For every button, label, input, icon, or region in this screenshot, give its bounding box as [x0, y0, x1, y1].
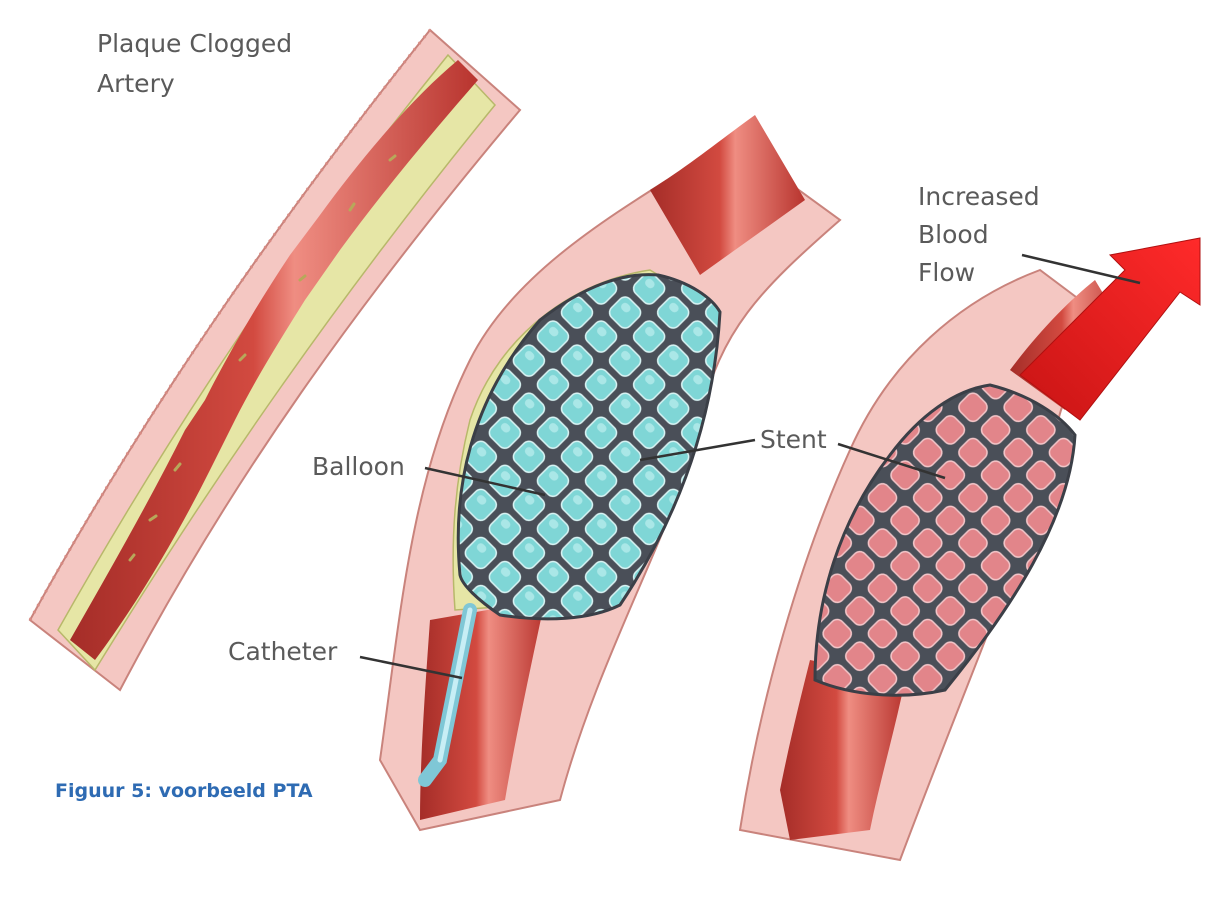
figure-caption: Figuur 5: voorbeeld PTA	[55, 776, 353, 808]
label-increased-blood-flow: Increased Blood Flow	[918, 182, 1140, 287]
artery-expanded-stent	[740, 238, 1200, 860]
label-stent-text: Stent	[760, 425, 827, 454]
label-flow-line-2: Blood	[918, 220, 989, 249]
label-plaque-line-2: Artery	[97, 69, 175, 98]
label-flow-line-1: Increased	[918, 182, 1040, 211]
label-balloon-text: Balloon	[312, 452, 405, 481]
expanded-stent-mesh	[815, 385, 1075, 695]
label-plaque-line-1: Plaque Clogged	[97, 29, 292, 58]
label-flow-line-3: Flow	[918, 258, 975, 287]
label-plaque-clogged-artery: Plaque Clogged Artery	[97, 29, 292, 98]
label-catheter-text: Catheter	[228, 637, 338, 666]
